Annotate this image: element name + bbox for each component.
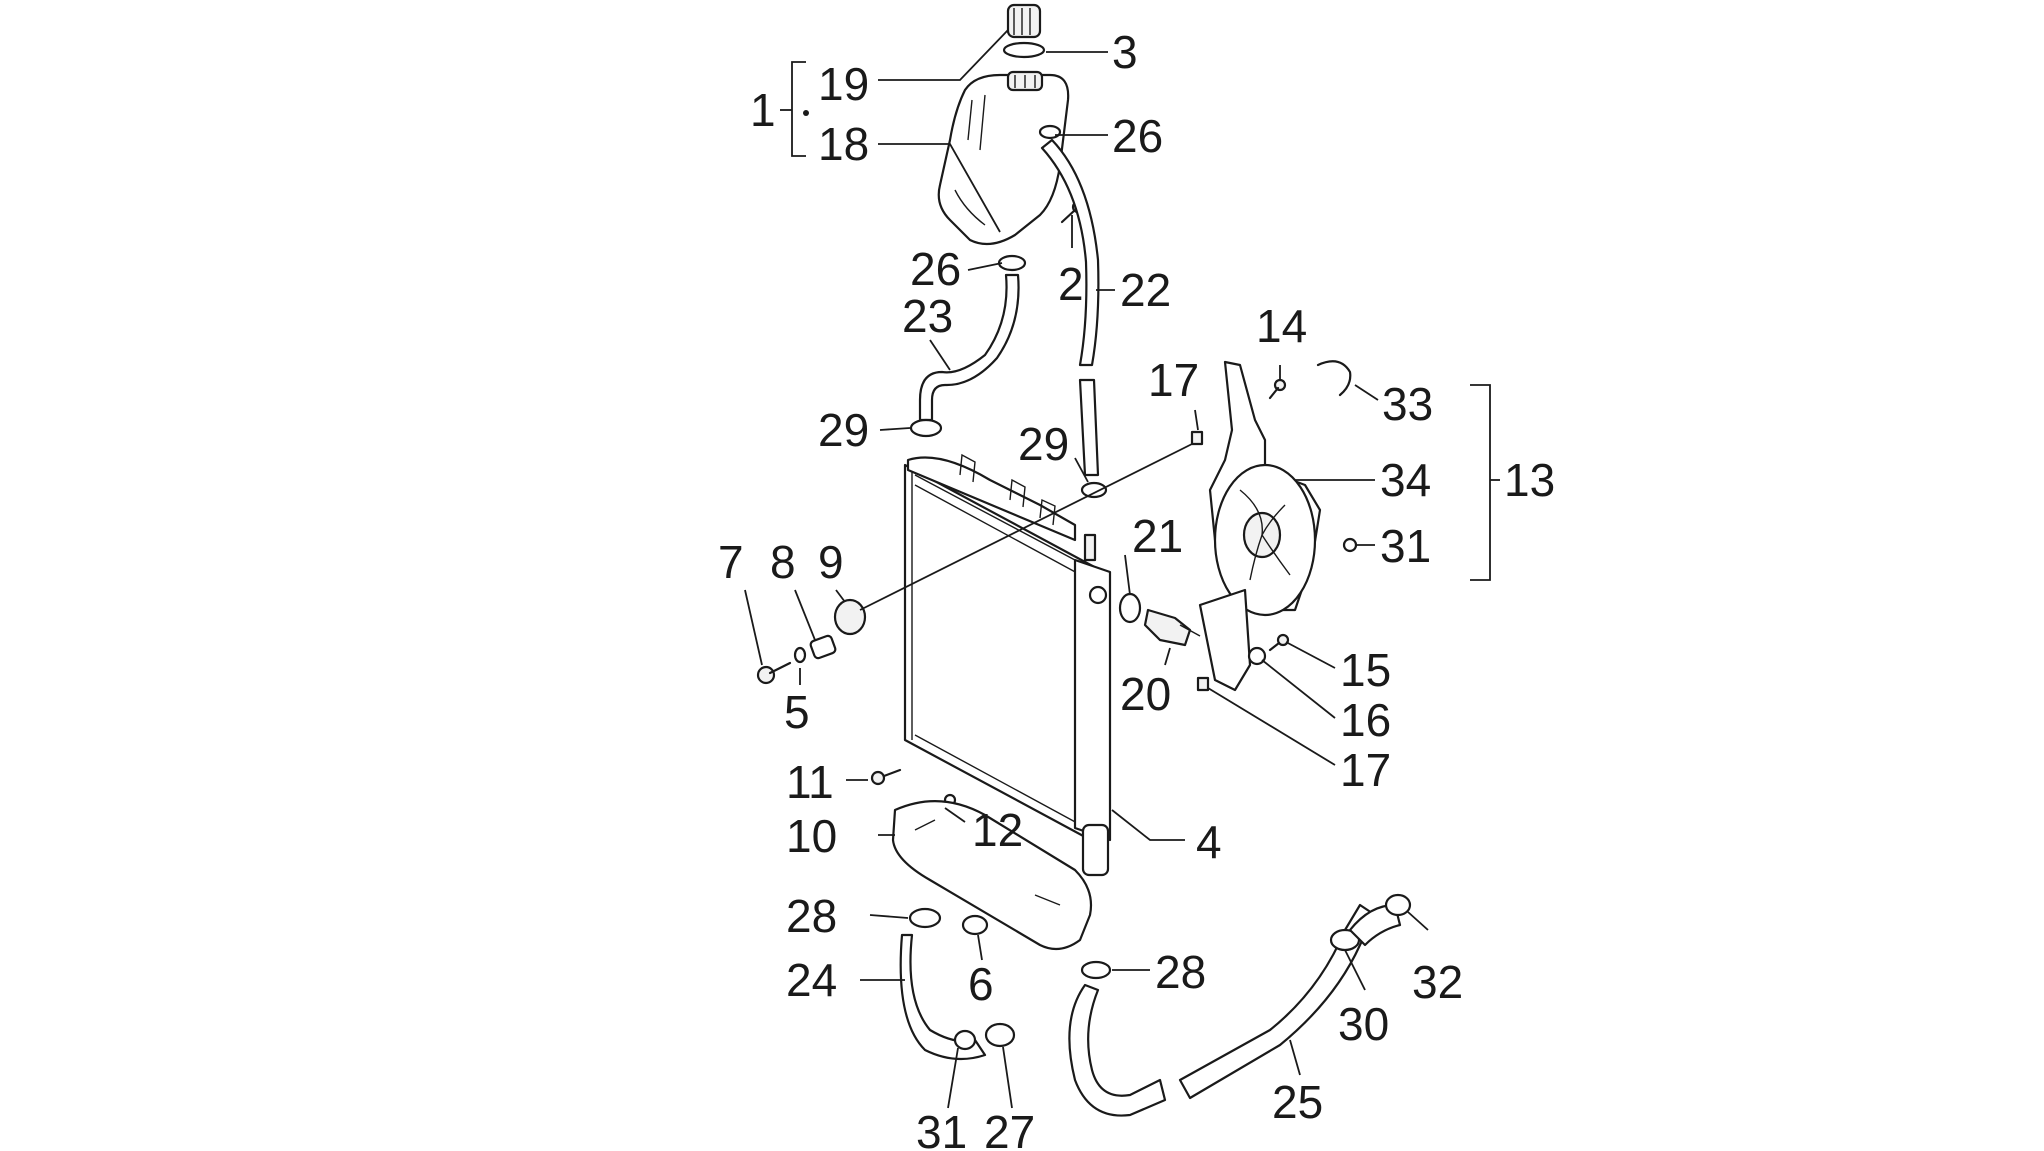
hose-clamp-right-top <box>1080 481 1108 499</box>
callout-9: 9 <box>818 536 844 588</box>
thermo-switch-o-ring <box>1118 592 1142 624</box>
fan-nut-right <box>1342 537 1358 553</box>
cap-gasket <box>1002 41 1046 59</box>
callout-16: 16 <box>1340 694 1391 746</box>
mount-spacer <box>809 634 837 660</box>
expansion-tank <box>937 70 1070 246</box>
callout-21: 21 <box>1132 510 1183 562</box>
fan-screw-upper <box>1268 378 1287 400</box>
hose-clamp-32 <box>1384 893 1412 917</box>
callout-17-lower: 17 <box>1340 744 1391 796</box>
radiator-mount-screw <box>756 661 792 685</box>
callout-25: 25 <box>1272 1076 1323 1128</box>
grommet-6 <box>961 914 989 936</box>
radiator <box>903 453 1112 877</box>
callout-33: 33 <box>1382 378 1433 430</box>
fan-nut-upper <box>1190 430 1204 446</box>
callout-17-upper: 17 <box>1148 354 1199 406</box>
shroud-screw <box>870 768 902 786</box>
callout-20: 20 <box>1120 668 1171 720</box>
callout-4: 4 <box>1196 816 1222 868</box>
callout-24: 24 <box>786 954 837 1006</box>
lower-hose-left <box>899 933 987 1061</box>
mount-rubber-grommet <box>833 598 867 636</box>
callout-5: 5 <box>784 686 810 738</box>
radiator-lower-shroud <box>891 800 1093 951</box>
callout-22: 22 <box>1120 264 1171 316</box>
fan-screw-lower <box>1268 633 1290 652</box>
callout-14: 14 <box>1256 300 1307 352</box>
callout-3: 3 <box>1112 26 1138 78</box>
callout-27: 27 <box>984 1106 1035 1151</box>
leader-lines <box>744 29 1500 1109</box>
fan-washer <box>1247 646 1267 666</box>
callout-7: 7 <box>718 536 744 588</box>
callout-28-left: 28 <box>786 890 837 942</box>
lower-hose-main <box>1068 983 1167 1117</box>
callout-13: 13 <box>1504 454 1555 506</box>
thermo-switch <box>1143 608 1201 647</box>
callout-1: 1 <box>750 84 776 136</box>
callout-18: 18 <box>818 118 869 170</box>
tank-hose-clamp-upper <box>1038 124 1062 140</box>
callout-15: 15 <box>1340 644 1391 696</box>
callout-10: 10 <box>786 810 837 862</box>
callout-32: 32 <box>1412 956 1463 1008</box>
expansion-tank-cap <box>1006 3 1042 39</box>
callout-28-right: 28 <box>1155 946 1206 998</box>
callout-29-left: 29 <box>818 404 869 456</box>
callout-29-right: 29 <box>1018 418 1069 470</box>
callout-11: 11 <box>786 756 834 808</box>
fan-nut-lower <box>1196 676 1210 692</box>
lower-hose-clamp-31 <box>953 1029 977 1051</box>
callout-31-hose: 31 <box>916 1106 967 1151</box>
lower-hose-clamp-27 <box>984 1022 1016 1048</box>
callout-2: 2 <box>1058 258 1084 310</box>
callout-34: 34 <box>1380 454 1431 506</box>
callout-12: 12 <box>972 804 1023 856</box>
callout-31-fan: 31 <box>1380 520 1431 572</box>
radiator-filler-hose <box>1040 138 1100 367</box>
callout-19: 19 <box>818 58 869 110</box>
tank-hose-clamp-lower <box>997 254 1027 272</box>
lower-hose-clamp-left <box>908 907 942 929</box>
callout-6: 6 <box>968 958 994 1010</box>
callout-26-upper: 26 <box>1112 110 1163 162</box>
radiator-fan-assembly <box>1198 360 1322 692</box>
mount-washer <box>793 646 807 664</box>
callout-30: 30 <box>1338 998 1389 1050</box>
callout-23: 23 <box>902 290 953 342</box>
lower-hose-clamp-right <box>1080 960 1112 980</box>
callout-26-lower: 26 <box>910 243 961 295</box>
fan-wire-clip <box>1316 360 1352 397</box>
hose-clamp-left-top <box>909 418 943 438</box>
callout-8: 8 <box>770 536 796 588</box>
